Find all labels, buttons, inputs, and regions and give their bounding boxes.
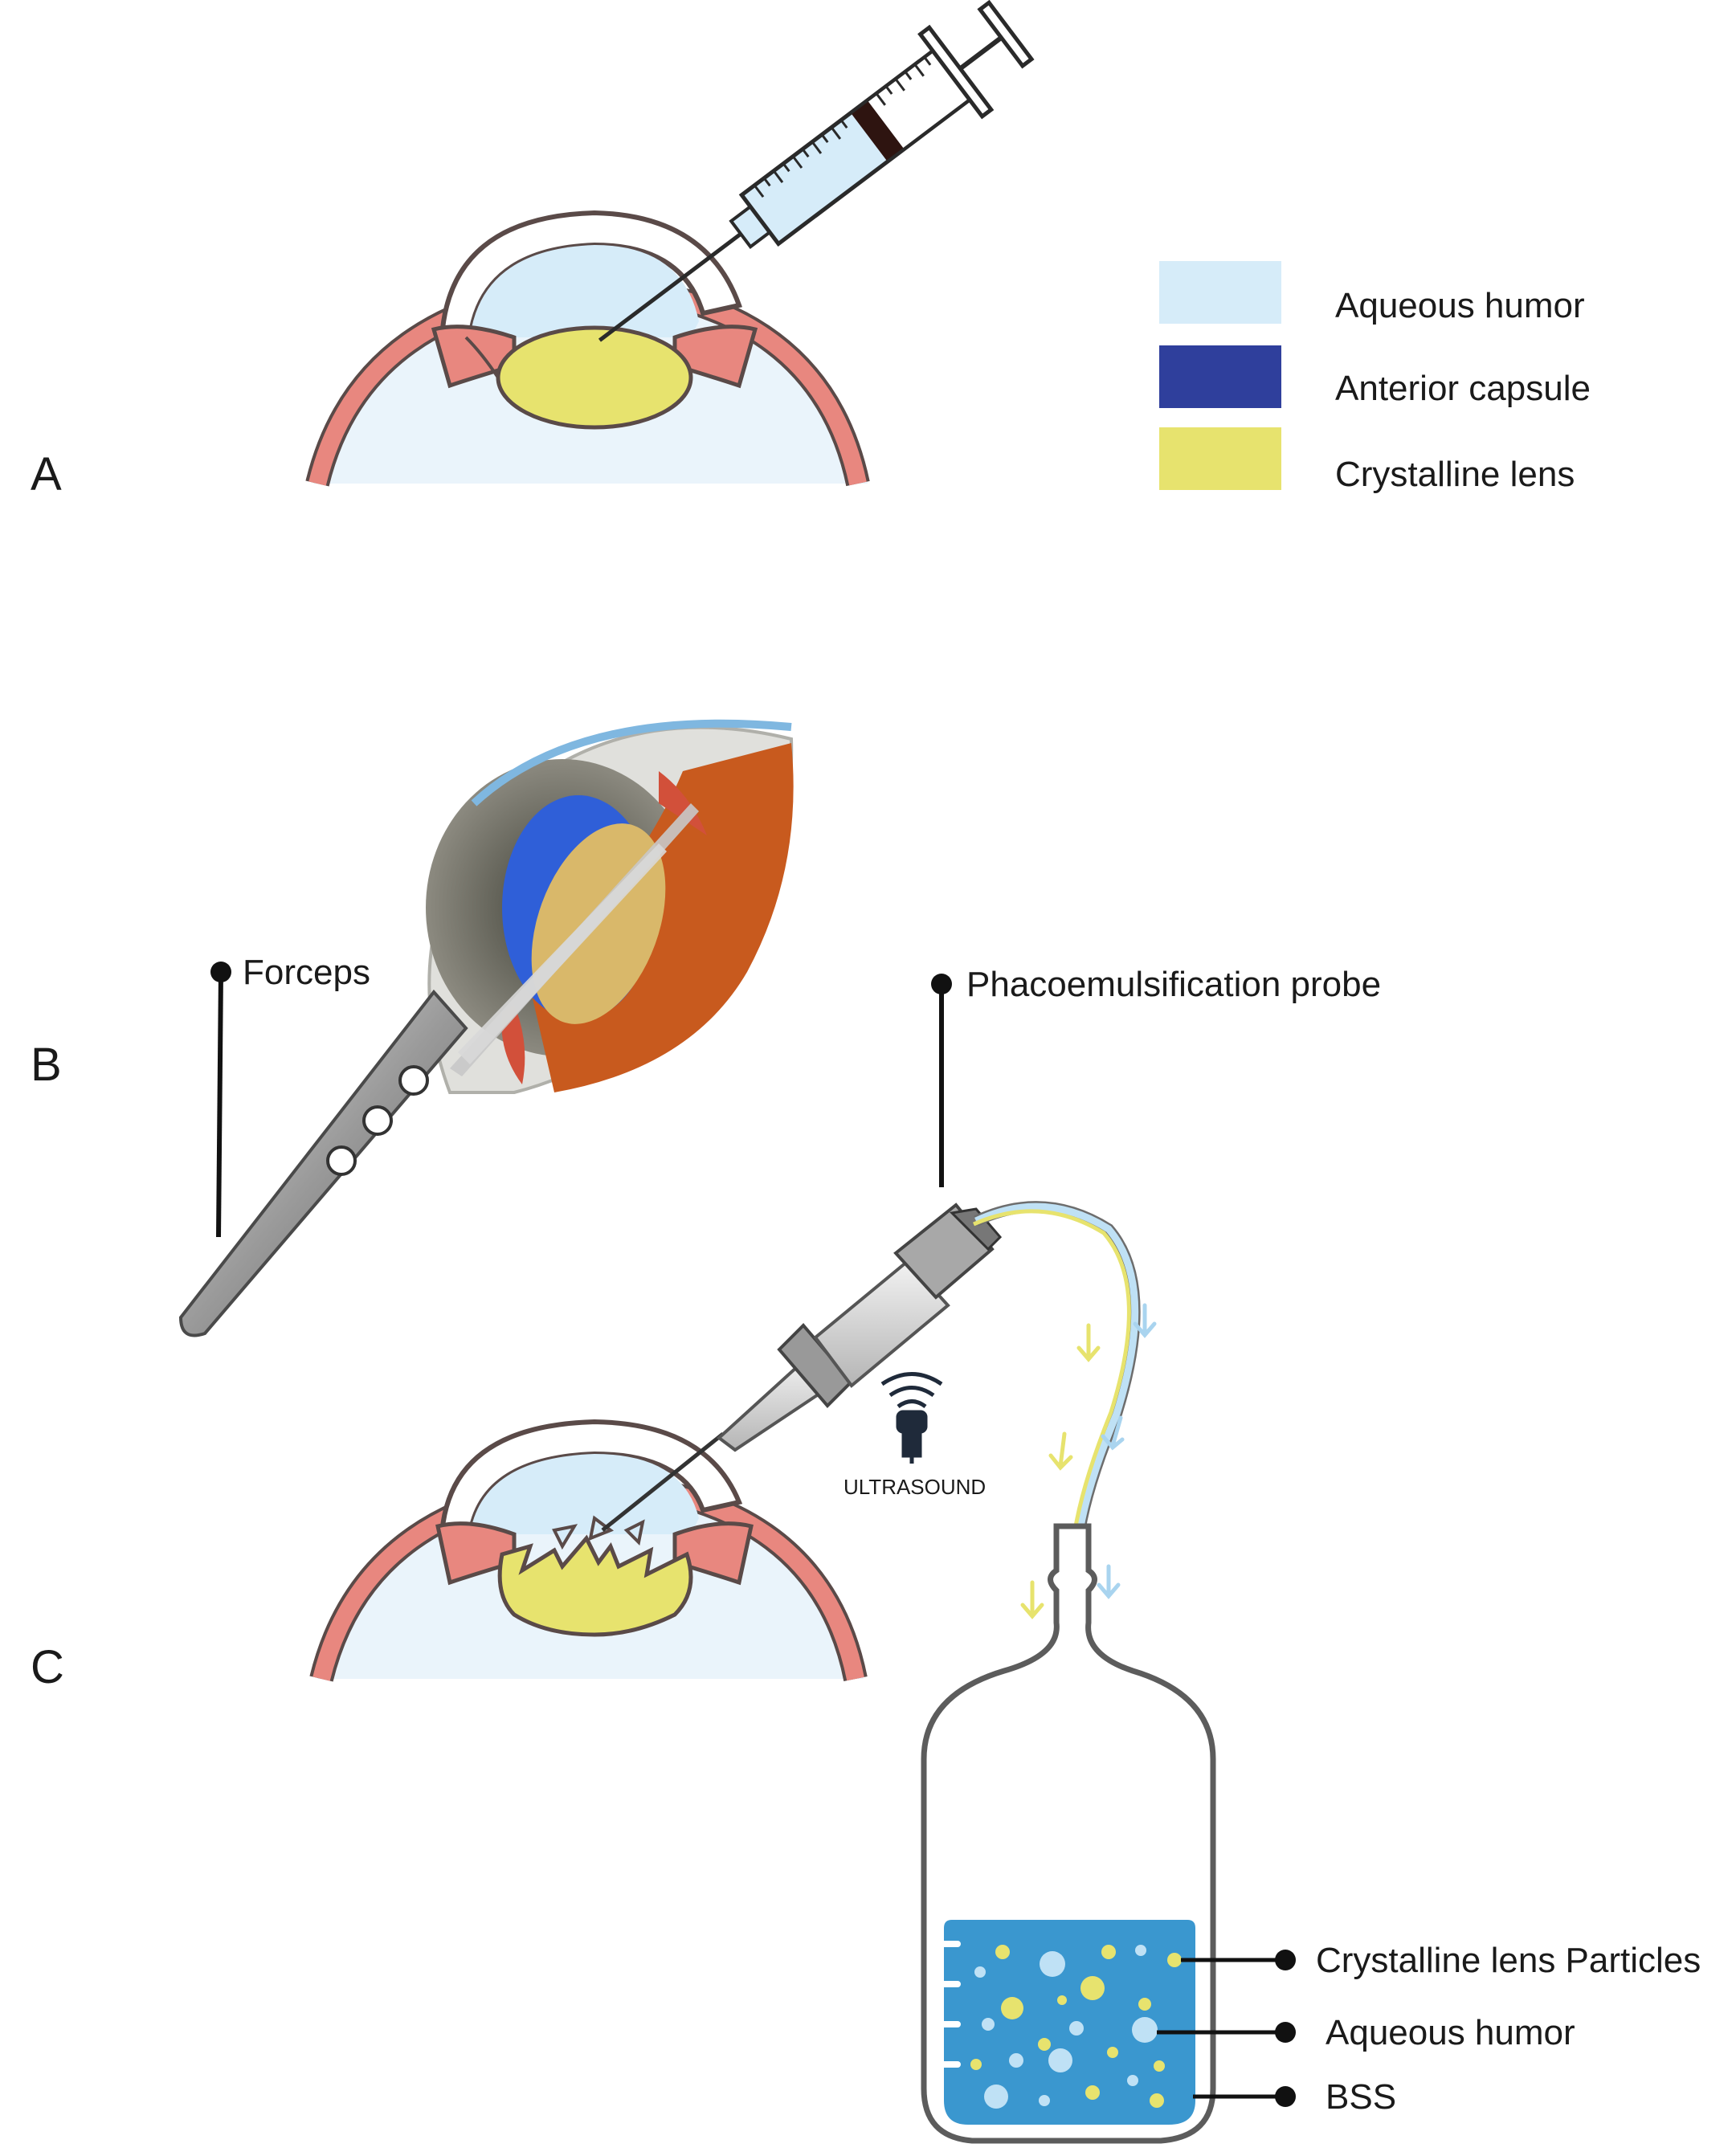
panel-a: A xyxy=(31,0,1035,500)
probe-needle xyxy=(601,1432,725,1532)
arrow-blue-3 xyxy=(1097,1564,1121,1599)
legend-label-lens: Crystalline lens xyxy=(1335,455,1575,494)
tube-aqueous-flow xyxy=(974,1203,1139,1921)
bottle-callouts: Crystalline lens Particles Aqueous humor… xyxy=(1157,1941,1701,2117)
eye-diagram-a xyxy=(305,210,870,487)
panel-label-c: C xyxy=(31,1641,64,1693)
legend: Aqueous humor Anterior capsule Crystalli… xyxy=(1159,261,1591,494)
particles-leader-dot xyxy=(1275,1950,1296,1970)
cornea-rim-b xyxy=(471,719,792,806)
ciliary-body-b xyxy=(659,771,707,835)
tube-lens-flow xyxy=(972,1209,1131,1921)
legend-swatch-capsule xyxy=(1159,345,1281,408)
forceps-hole-3 xyxy=(326,1145,357,1176)
eye-diagram-c xyxy=(309,1419,868,1682)
bottle-gradation-notches xyxy=(941,1941,961,2068)
particles-label: Crystalline lens Particles xyxy=(1316,1941,1701,1980)
aqueous-leader-dot xyxy=(1275,2022,1296,2043)
lens-fragments xyxy=(552,1515,645,1550)
syringe-plunger-tip xyxy=(852,101,904,161)
arrow-yellow-1 xyxy=(1076,1323,1101,1362)
forceps-hole-2 xyxy=(362,1105,393,1136)
ultrasound-label: ULTRASOUND xyxy=(844,1475,986,1499)
flow-arrows xyxy=(1020,1303,1157,1619)
legend-swatch-aqueous xyxy=(1159,261,1281,324)
arrow-yellow-3 xyxy=(1020,1580,1044,1619)
forceps-leader-dot xyxy=(210,962,231,982)
fragmented-lens-c xyxy=(497,1534,693,1637)
legend-swatch-lens xyxy=(1159,427,1281,490)
probe-cap xyxy=(949,1207,1003,1252)
syringe xyxy=(598,0,1035,342)
tubing xyxy=(972,1201,1141,1921)
arrow-blue-2 xyxy=(1101,1415,1125,1451)
crystalline-lens-a xyxy=(496,325,693,430)
panel-label-a: A xyxy=(31,448,62,500)
anterior-chamber xyxy=(470,245,699,337)
arrow-yellow-2 xyxy=(1048,1431,1073,1471)
ciliary-left xyxy=(464,336,500,379)
probe-leader-dot xyxy=(931,974,952,994)
forceps-leader-line xyxy=(216,971,223,1238)
syringe-thumb-press xyxy=(977,0,1035,69)
probe-body xyxy=(813,1259,950,1388)
probe-label: Phacoemulsification probe xyxy=(966,965,1381,1004)
anterior-chamber-c xyxy=(470,1454,699,1534)
arrow-blue-1 xyxy=(1133,1303,1157,1338)
collection-bottle xyxy=(921,1523,1216,2144)
panel-b: Forceps B xyxy=(31,719,794,1337)
panel-c: ULTRASOUND Phacoemulsification probe xyxy=(31,965,1701,2144)
panel-label-b: B xyxy=(31,1039,62,1091)
bss-label: BSS xyxy=(1326,2077,1396,2117)
syringe-needle xyxy=(598,227,749,342)
forceps-label: Forceps xyxy=(243,953,370,992)
forceps xyxy=(178,803,699,1337)
syringe-graduations xyxy=(754,56,932,198)
bss-liquid xyxy=(944,1920,1195,2125)
syringe-flange xyxy=(917,24,995,120)
legend-label-capsule: Anterior capsule xyxy=(1335,369,1591,408)
forceps-blade-lower xyxy=(458,843,667,1064)
bss-leader-dot xyxy=(1275,2086,1296,2107)
syringe-empty-barrel xyxy=(868,52,969,148)
ultrasound-icon xyxy=(880,1372,943,1464)
aqueous-label: Aqueous humor xyxy=(1326,2013,1575,2052)
phaco-probe xyxy=(601,1203,1003,1532)
forceps-handle xyxy=(178,989,468,1337)
forceps-hole-1 xyxy=(398,1065,429,1096)
legend-label-aqueous: Aqueous humor xyxy=(1335,286,1585,325)
bss-particles xyxy=(970,1945,1182,2109)
